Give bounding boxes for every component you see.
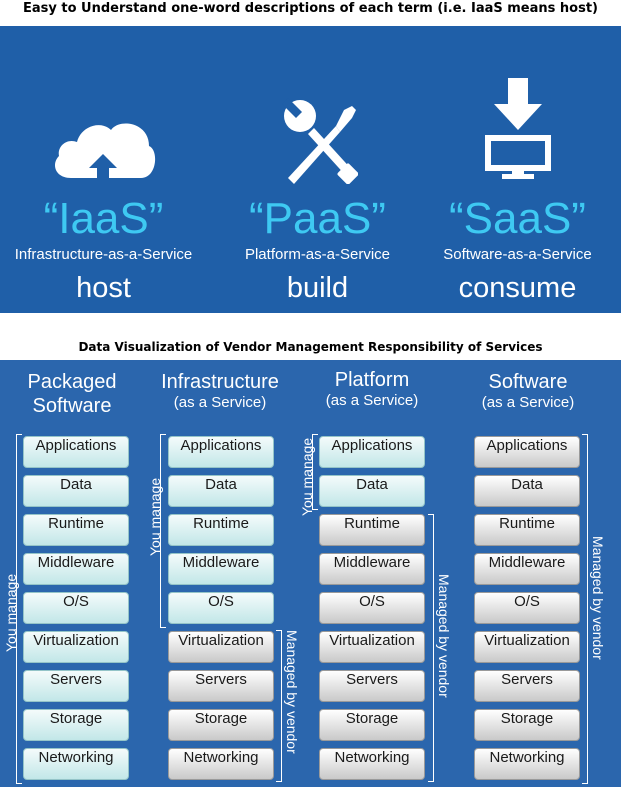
you-manage-label: You manage	[147, 477, 163, 556]
header-title-line1: Packaged	[27, 371, 117, 393]
iaas-full-name: Infrastructure-as-a-Service	[14, 246, 193, 263]
saas-one-word: consume	[458, 272, 577, 304]
layer-box: Applications	[474, 436, 580, 468]
layer-box: Applications	[319, 436, 425, 468]
layer-box: Runtime	[319, 514, 425, 546]
you-manage-bracket	[312, 434, 318, 510]
iaas-acronym: “IaaS”	[43, 194, 164, 243]
layer-box: O/S	[23, 592, 129, 624]
layer-box: Virtualization	[474, 631, 580, 663]
layer-box: Networking	[474, 748, 580, 780]
layer-box: Servers	[319, 670, 425, 702]
layer-box: Runtime	[23, 514, 129, 546]
layer-box: Networking	[319, 748, 425, 780]
iaas-column: “IaaS” Infrastructure-as-a-Service host	[0, 26, 207, 313]
header-title-line2: Software	[32, 395, 112, 417]
layer-box: Networking	[168, 748, 274, 780]
layer-box: Data	[319, 475, 425, 507]
header-subtitle: (as a Service)	[173, 394, 267, 411]
layer-box: Middleware	[23, 553, 129, 585]
layer-box: Virtualization	[319, 631, 425, 663]
layer-box: Data	[23, 475, 129, 507]
layer-box: Storage	[474, 709, 580, 741]
header-title: Software	[488, 371, 568, 393]
iaas-one-word: host	[76, 272, 131, 304]
you-manage-bracket	[160, 434, 166, 628]
iaas-header: Infrastructure (as a Service)	[150, 370, 290, 412]
layer-box: Servers	[168, 670, 274, 702]
layer-box: Middleware	[168, 553, 274, 585]
managed-by-vendor-label: Managed by vendor	[284, 630, 300, 754]
layer-box: Servers	[23, 670, 129, 702]
wrench-screwdriver-icon	[281, 98, 358, 184]
paas-column: “PaaS” Platform-as-a-Service build	[214, 26, 421, 313]
layer-box: Servers	[474, 670, 580, 702]
you-manage-label: You manage	[3, 573, 19, 652]
layer-box: Networking	[23, 748, 129, 780]
managed-by-vendor-bracket	[276, 630, 282, 782]
mid-caption: Data Visualization of Vendor Management …	[78, 340, 543, 354]
paas-acronym: “PaaS”	[249, 194, 386, 243]
packaged-software-header: Packaged Software	[12, 370, 132, 418]
layer-box: Data	[168, 475, 274, 507]
responsibility-panel: Packaged Software Infrastructure (as a S…	[0, 360, 621, 787]
managed-by-vendor-label: Managed by vendor	[590, 536, 606, 660]
you-manage-bracket	[16, 434, 22, 784]
saas-header: Software (as a Service)	[458, 370, 598, 412]
layer-box: Middleware	[474, 553, 580, 585]
you-manage-label: You manage	[299, 437, 315, 516]
top-caption: Easy to Understand one-word descriptions…	[23, 1, 598, 16]
layer-box: O/S	[168, 592, 274, 624]
layer-box: Virtualization	[23, 631, 129, 663]
managed-by-vendor-bracket	[428, 514, 434, 782]
layer-box: Middleware	[319, 553, 425, 585]
managed-by-vendor-bracket	[582, 434, 588, 784]
saas-acronym: “SaaS”	[449, 194, 586, 243]
cloud-upload-icon	[54, 123, 155, 178]
layer-box: O/S	[474, 592, 580, 624]
paas-one-word: build	[286, 272, 349, 304]
paas-header: Platform (as a Service)	[302, 368, 442, 410]
layer-box: O/S	[319, 592, 425, 624]
layer-box: Storage	[23, 709, 129, 741]
header-title: Infrastructure	[161, 371, 279, 393]
layer-box: Storage	[319, 709, 425, 741]
header-subtitle: (as a Service)	[325, 392, 419, 409]
header-title: Platform	[334, 369, 410, 391]
layer-box: Storage	[168, 709, 274, 741]
layer-box: Runtime	[474, 514, 580, 546]
download-monitor-icon	[484, 78, 551, 179]
service-definitions-panel: “IaaS” Infrastructure-as-a-Service host …	[0, 26, 621, 313]
header-subtitle: (as a Service)	[481, 394, 575, 411]
layer-box: Runtime	[168, 514, 274, 546]
saas-column: “SaaS” Software-as-a-Service consume	[414, 26, 621, 313]
layer-box: Data	[474, 475, 580, 507]
paas-full-name: Platform-as-a-Service	[244, 246, 391, 263]
layer-box: Virtualization	[168, 631, 274, 663]
layer-box: Applications	[168, 436, 274, 468]
saas-full-name: Software-as-a-Service	[443, 246, 592, 263]
layer-box: Applications	[23, 436, 129, 468]
managed-by-vendor-label: Managed by vendor	[436, 574, 452, 698]
